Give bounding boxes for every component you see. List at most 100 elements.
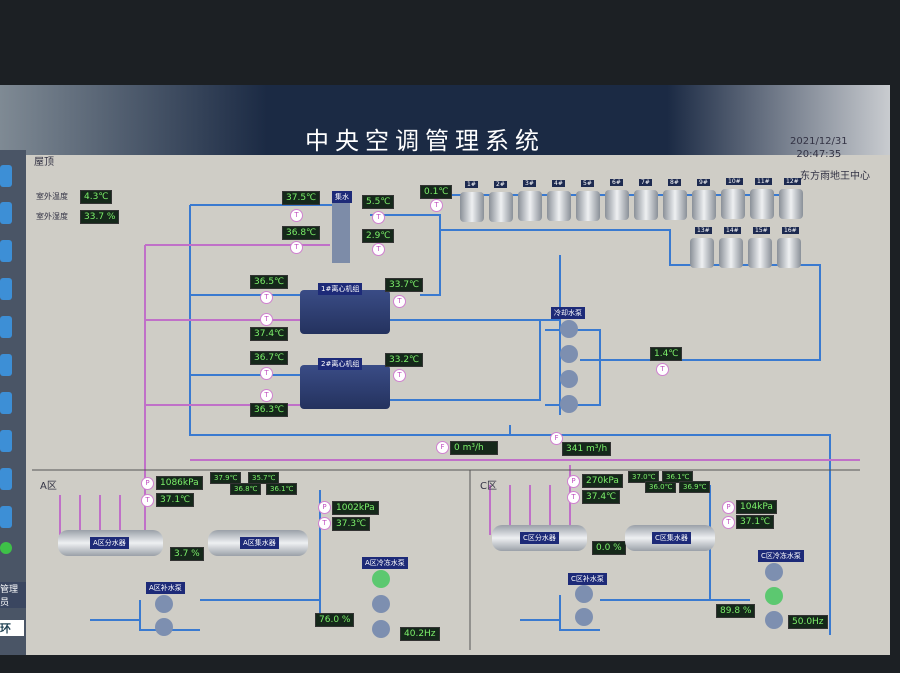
outdoor-hum-label: 室外湿度 — [36, 212, 68, 221]
zone-a-freq: 40.2Hz — [400, 627, 440, 641]
cooling-tower[interactable] — [719, 238, 743, 268]
cooling-tower-label: 1# — [465, 181, 478, 188]
temp-sensor-icon: T — [290, 209, 303, 222]
temp-sensor-icon: T — [260, 313, 273, 326]
cooling-pump[interactable] — [560, 395, 578, 413]
cooling-tower[interactable] — [692, 190, 716, 220]
zone-c-label: C区 — [480, 481, 497, 492]
temp-reading: 36.8℃ — [282, 226, 321, 240]
cooling-tower-label: 9# — [697, 179, 710, 186]
zone-c-valve2[interactable]: 89.8 % — [716, 604, 756, 618]
temp-reading: 5.5℃ — [362, 195, 395, 209]
temp-reading: 0.1℃ — [420, 185, 453, 199]
cooling-tower[interactable] — [777, 238, 801, 268]
zone-c-temp: 37.4℃ — [582, 490, 621, 504]
nav-button[interactable] — [0, 506, 12, 528]
branch-temp: 35.7℃ — [248, 472, 280, 484]
manifold-label: 集水 — [332, 191, 352, 203]
cooling-pump[interactable] — [560, 370, 578, 388]
temp-sensor-icon: T — [260, 367, 273, 380]
chw-pump[interactable] — [372, 595, 390, 613]
time: 20:47:35 — [796, 149, 842, 160]
zone-a-pressure: 1086kPa — [156, 476, 203, 490]
nav-button[interactable] — [0, 240, 12, 262]
makeup-pump[interactable] — [155, 595, 173, 613]
nav-button[interactable] — [0, 430, 12, 452]
temp-sensor-icon: T — [656, 363, 669, 376]
nav-button[interactable] — [0, 468, 12, 490]
chw-pump[interactable] — [372, 570, 390, 588]
chiller-2[interactable] — [300, 365, 390, 409]
sidebar: 管理员 环 — [0, 150, 26, 655]
flow-sensor-icon: F — [550, 432, 563, 445]
branch-temp: 36.9℃ — [679, 481, 711, 493]
cooling-pump[interactable] — [560, 320, 578, 338]
cooling-tower[interactable] — [750, 189, 774, 219]
cooling-tower-label: 6# — [610, 179, 623, 186]
nav-button[interactable] — [0, 316, 12, 338]
cooling-tower[interactable] — [721, 189, 745, 219]
cooling-tower-label: 5# — [581, 180, 594, 187]
cooling-tower[interactable] — [779, 189, 803, 219]
chw-pump[interactable] — [765, 611, 783, 629]
zone-c-makeup-pump-label: C区补水泵 — [568, 573, 607, 585]
zone-a-chw-pump-label: A区冷冻水泵 — [362, 557, 408, 569]
cooling-tower-label: 11# — [755, 178, 772, 185]
cooling-tower[interactable] — [748, 238, 772, 268]
makeup-pump[interactable] — [155, 618, 173, 636]
branch-temp: 37.9℃ — [210, 472, 242, 484]
org-name: 东方雨地王中心 — [800, 171, 870, 182]
temp-sensor-icon: T — [260, 389, 273, 402]
outdoor-hum-value: 33.7 % — [80, 210, 120, 224]
outdoor-temp-label: 室外温度 — [36, 192, 68, 201]
cooling-tower-label: 4# — [552, 180, 565, 187]
nav-button[interactable] — [0, 392, 12, 414]
cooling-tower[interactable] — [576, 191, 600, 221]
chw-pump[interactable] — [765, 587, 783, 605]
cooling-tower[interactable] — [518, 191, 542, 221]
manifold — [332, 203, 350, 263]
temp-sensor-icon: T — [393, 295, 406, 308]
cooling-tower[interactable] — [605, 190, 629, 220]
zone-a-label: A区 — [40, 481, 57, 492]
pressure-sensor-icon: P — [318, 501, 331, 514]
nav-button[interactable] — [0, 202, 12, 224]
chiller-2-temp: 36.3℃ — [250, 403, 289, 417]
chiller-1-label: 1#离心机组 — [318, 283, 363, 295]
nav-button[interactable] — [0, 278, 12, 300]
makeup-pump[interactable] — [575, 608, 593, 626]
nav-button[interactable] — [0, 165, 12, 187]
makeup-pump[interactable] — [575, 585, 593, 603]
flow-value: 341 m³/h — [562, 442, 612, 456]
pipe-diagram — [32, 194, 860, 650]
cooling-tower[interactable] — [690, 238, 714, 268]
temp-sensor-icon: T — [393, 369, 406, 382]
cooling-tower-label: 10# — [726, 178, 743, 185]
zone-a-makeup-pump-label: A区补水泵 — [146, 582, 185, 594]
temp-sensor-icon: T — [372, 211, 385, 224]
cooling-tower[interactable] — [663, 190, 687, 220]
cooling-tower-label: 12# — [784, 178, 801, 185]
nav-button[interactable] — [0, 354, 12, 376]
flow-value: 0 m³/h — [450, 441, 498, 455]
zone-c-collector-label: C区集水器 — [652, 532, 691, 544]
chiller-1-temp: 36.5℃ — [250, 275, 289, 289]
chw-pump[interactable] — [372, 620, 390, 638]
zone-a-valve[interactable]: 3.7 % — [170, 547, 204, 561]
cooling-pump[interactable] — [560, 345, 578, 363]
cooling-tower[interactable] — [547, 191, 571, 221]
cooling-tower[interactable] — [460, 192, 484, 222]
cooling-tower[interactable] — [634, 190, 658, 220]
cooling-pump-label: 冷却水泵 — [551, 307, 585, 319]
zone-a-valve2[interactable]: 76.0 % — [315, 613, 355, 627]
chiller-1[interactable] — [300, 290, 390, 334]
pressure-sensor-icon: P — [567, 475, 580, 488]
temp-reading: 37.5℃ — [282, 191, 321, 205]
chw-pump[interactable] — [765, 563, 783, 581]
cooling-tower[interactable] — [489, 192, 513, 222]
zone-a-splitter-label: A区分水器 — [90, 537, 129, 549]
pressure-sensor-icon: P — [722, 501, 735, 514]
zone-c-valve[interactable]: 0.0 % — [592, 541, 626, 555]
